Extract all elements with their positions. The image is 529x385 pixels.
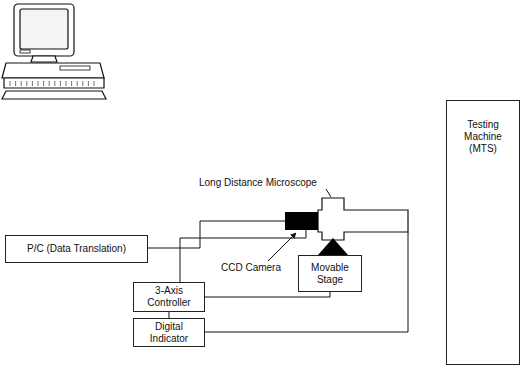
box-text: Testing Machine (MTS): [451, 119, 515, 155]
key-stroke: [38, 81, 39, 86]
indicator-cable: [205, 232, 408, 332]
part-label: CCD Camera: [220, 262, 282, 274]
part-label: Long Distance Microscope: [198, 177, 318, 189]
box-text: Movable Stage: [303, 262, 357, 286]
box-text: P/C (Data Translation): [27, 243, 126, 255]
key-stroke: [77, 81, 78, 86]
key-stroke: [54, 81, 55, 86]
wire-connector: [205, 292, 330, 297]
key-stroke: [10, 81, 11, 86]
ccd-camera: [285, 212, 318, 230]
indicator-box: Digital Indicator: [133, 318, 205, 347]
computer-icon: [2, 4, 106, 99]
key-stroke: [71, 81, 72, 86]
box-text: Digital Indicator: [138, 321, 200, 345]
key-stroke: [60, 81, 61, 86]
key-stroke: [66, 81, 67, 86]
camera-cable: [148, 221, 285, 248]
key-stroke: [43, 81, 44, 86]
key-stroke: [49, 81, 50, 86]
machine-box: Testing Machine (MTS): [446, 100, 520, 365]
key-stroke: [88, 81, 89, 86]
stage-mount: [318, 238, 348, 255]
key-stroke: [21, 81, 22, 86]
key-stroke: [15, 81, 16, 86]
controller-cable: [180, 230, 306, 282]
key-stroke: [94, 81, 95, 86]
leader-line: [326, 189, 331, 197]
key-stroke: [32, 81, 33, 86]
key-stroke: [26, 81, 27, 86]
computer-box: P/C (Data Translation): [5, 235, 148, 263]
leader-arrow: [268, 233, 296, 261]
key-stroke: [82, 81, 83, 86]
box-text: 3-Axis Controller: [138, 285, 200, 309]
long-distance-microscope: [318, 198, 408, 240]
controller-box: 3-Axis Controller: [133, 282, 205, 312]
stage-box: Movable Stage: [298, 255, 362, 292]
